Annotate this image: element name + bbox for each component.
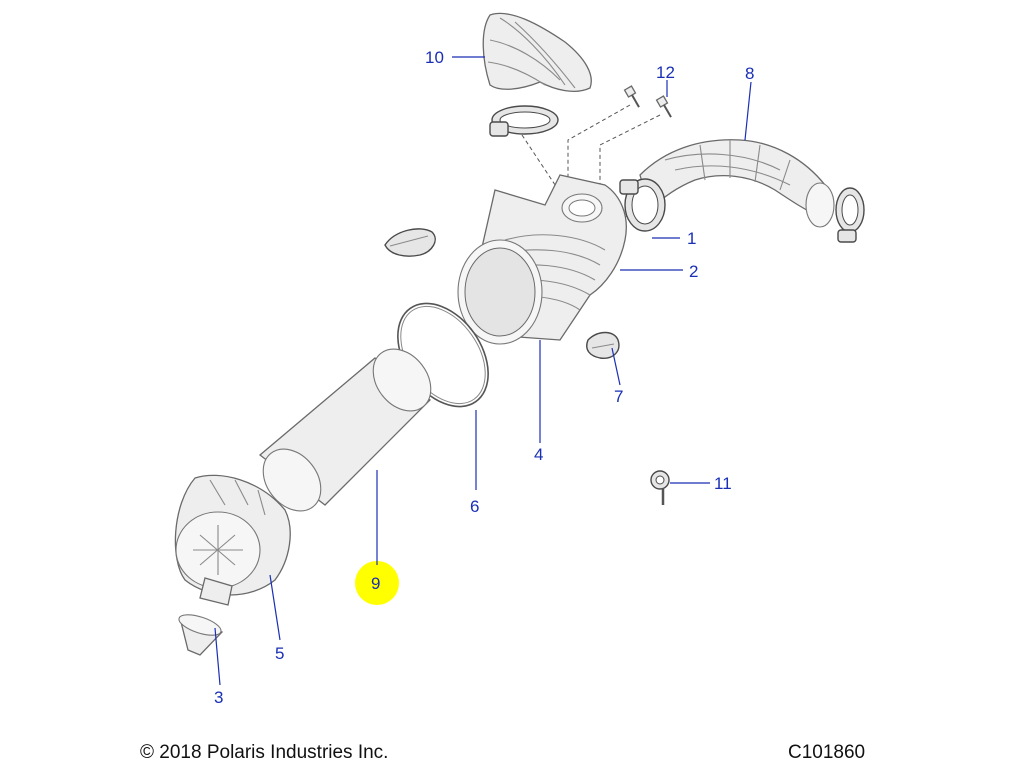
callout-8: 8 [745,64,754,83]
callout-12: 12 [656,63,675,82]
callouts: 10 12 8 1 2 7 4 6 11 9 5 3 [214,48,754,707]
part-4-housing-flange [457,239,543,345]
part-11-bolt [650,470,670,505]
callout-6: 6 [470,497,479,516]
part-3-dust-valve [178,614,224,656]
copyright-text: © 2018 Polaris Industries Inc. [140,742,389,763]
part-10-intake-duct [482,12,592,92]
callout-10: 10 [425,48,444,67]
leader-lines [214,56,752,686]
figure-code: C101860 [788,742,866,763]
callout-9: 9 [371,574,380,593]
part-12-bolts [623,85,672,118]
part-8-flex-hose [639,139,835,228]
callout-9-highlight [355,561,399,605]
callout-7: 7 [614,387,623,406]
callout-11: 11 [714,474,732,493]
callout-1: 1 [687,229,696,248]
part-9-filter-element [258,348,432,512]
callout-3: 3 [214,688,223,707]
part-7-spring-clip [586,331,620,359]
callout-4: 4 [534,445,543,464]
hose-clamps [619,178,865,243]
spring-clip-upper [384,228,436,257]
callout-5: 5 [275,644,284,663]
part-5-end-cap [174,474,291,606]
duct-clamp-upper [489,105,559,137]
callout-2: 2 [689,262,698,281]
